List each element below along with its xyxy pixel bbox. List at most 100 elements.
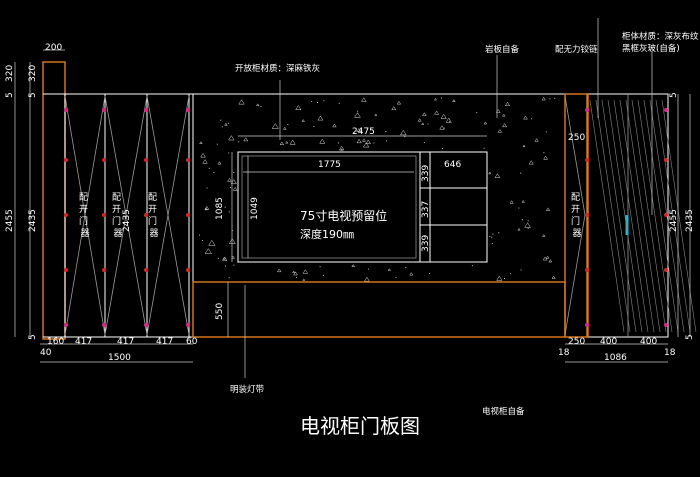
tv-slot-inner [241,155,417,259]
dim-2455-left: 2455 [5,209,15,232]
texture-speck [287,124,289,125]
texture-speck [220,119,222,121]
texture-speck [498,232,500,234]
texture-speck [351,264,356,267]
door-label-2-l4: 器 [113,228,122,239]
hinge-marker [102,213,106,217]
texture-speck [302,278,306,281]
hinge-marker [585,323,589,327]
texture-speck [497,128,503,133]
door-label-1-l3: 门 [79,215,88,227]
texture-speck [301,119,305,122]
texture-speck [228,152,230,154]
texture-speck [200,152,206,158]
texture-speck [528,160,534,165]
texture-speck [293,271,298,276]
texture-speck [545,131,547,133]
door-label-3-l4: 器 [149,228,158,239]
dim-5-top: 5 [5,92,15,98]
texture-speck [483,147,485,149]
dim-550: 550 [215,303,225,320]
dimension-lines [14,18,691,378]
door-swing-2 [84,95,106,336]
texture-speck [311,100,313,102]
hinge-marker [664,323,668,327]
texture-speck [496,275,503,281]
texture-speck [296,276,298,278]
drawing-title: 电视柜门板图 [300,414,420,438]
texture-speck [502,113,506,117]
texture-speck [440,97,442,99]
note-cabinet-material-1: 柜体材质：深灰布纹 [622,31,699,42]
hinge-marker [102,268,106,272]
texture-speck [396,100,402,105]
texture-speck [224,206,226,208]
texture-speck [222,256,226,260]
texture-speck [427,123,429,125]
door-label-1-line: 配 [79,192,88,203]
texture-speck [338,142,339,144]
dim-5-right-bottom: 5 [685,334,695,340]
texture-speck [373,142,375,144]
texture-speck [510,273,512,275]
texture-speck [213,172,215,173]
hinge-marker [64,213,68,217]
hinge-marker [102,323,106,327]
texture-speck [227,177,232,182]
hinge-marker [102,108,106,112]
texture-speck [543,155,549,160]
texture-speck [504,101,511,107]
texture-speck [206,187,208,189]
texture-speck [504,278,505,279]
hatch-line [637,99,673,333]
hatch-line [607,99,643,333]
texture-speck [363,276,370,282]
texture-speck [434,97,438,101]
hatch-line [631,99,667,333]
texture-speck [441,148,443,150]
texture-speck [313,125,315,127]
texture-speck [361,97,367,102]
dim-160: 160 [47,337,64,347]
texture-speck [230,179,237,185]
dim-1086: 1086 [604,353,627,363]
dim-337: 337 [421,201,431,218]
texture-speck [316,102,318,103]
hinge-marker [664,213,668,217]
texture-speck [545,255,550,259]
door-swing-6 [167,95,190,336]
door-label-4-l3: 门 [571,215,580,227]
dim-2435-mid: 2435 [122,209,132,232]
texture-speck [491,242,493,244]
texture-speck [417,118,422,122]
dim-400-b: 400 [640,337,657,347]
tv-slot-line1: 75寸电视预留位 [300,208,387,223]
texture-speck [285,140,289,144]
texture-speck [422,112,427,116]
texture-speck [452,99,456,102]
texture-speck [443,127,445,129]
note-hinge: 配无力铰链 [555,44,598,55]
dim-18-right: 18 [664,348,676,358]
hinge-marker [186,213,190,217]
texture-speck [224,122,228,126]
hinge-marker [664,268,668,272]
door-label-3-l2: 开 [148,204,157,215]
texture-speck [494,173,501,178]
texture-speck [520,269,522,271]
texture-speck [429,273,431,274]
hinge-marker [585,213,589,217]
texture-speck [554,97,556,99]
hinge-marker [64,268,68,272]
dim-339-b: 339 [421,235,431,252]
note-tv-cabinet: 电视柜自备 [482,406,525,417]
texture-speck [289,139,296,145]
texture-speck [276,268,282,273]
dimension-texts: 200 320 320 5 5 2455 2435 5 40 160 417 4… [5,43,695,363]
dim-40: 40 [40,348,52,358]
texture-speck [549,98,551,100]
texture-speck [386,140,388,142]
texture-speck [319,138,326,144]
door-label-2: 配 开 门 器 [112,192,124,239]
